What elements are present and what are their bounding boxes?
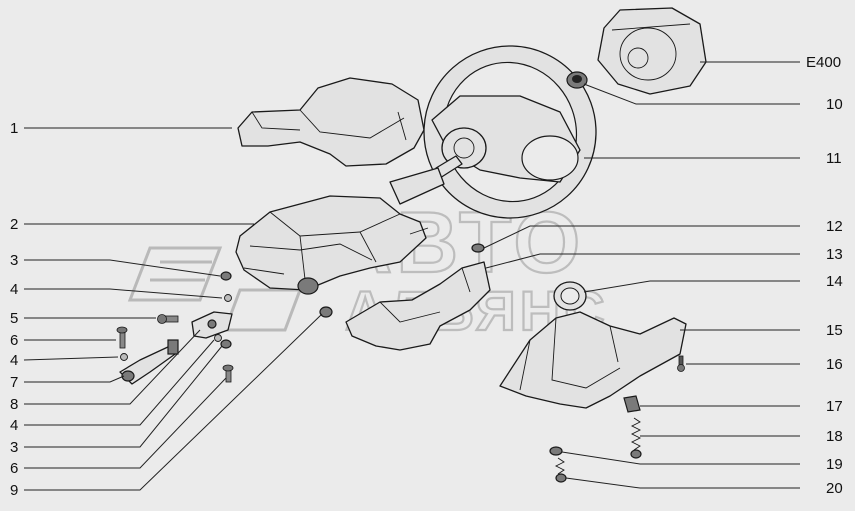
part-nut-10 [566,71,588,89]
part-washer-4a [224,294,232,302]
part-bolt-5 [157,314,179,324]
callout-label: 4 [10,281,18,298]
part-airbag-module [597,7,707,95]
callout-label: 7 [10,374,18,391]
callout-label: 18 [826,428,843,445]
callout-label: 9 [10,482,18,499]
part-universal-joint-7 [119,339,179,385]
callout-label: 15 [826,322,843,339]
callouts-left: 1 2 3 4 5 6 4 7 8 4 3 6 9 [10,120,18,499]
callout-label: 10 [826,96,843,113]
part-nut-3a [220,271,232,281]
leader-lines-left [23,127,323,491]
callout-label: 5 [10,310,18,327]
part-lower-shroud-bracket [345,261,491,351]
watermark-stripe [127,246,223,302]
callout-label: 6 [10,332,18,349]
callout-label: 3 [10,252,18,269]
callout-label: 19 [826,456,843,473]
callout-label: 2 [10,216,18,233]
part-screw-20 [554,457,567,483]
part-nut-3b [220,339,232,349]
part-bolt-6b [222,364,234,383]
callout-label: 20 [826,480,843,497]
callout-label: 1 [10,120,18,137]
callout-label: 17 [826,398,843,415]
callout-label: E400 [806,54,841,71]
callout-label: 3 [10,439,18,456]
part-washer-19 [549,446,563,456]
callout-label: 8 [10,396,18,413]
callout-label: 16 [826,356,843,373]
callout-label: 4 [10,417,18,434]
part-bolt-6a [116,326,128,349]
leader-lines-right [483,61,800,489]
callout-label: 13 [826,246,843,263]
part-washer-4c [214,334,222,342]
part-clip-17 [623,395,641,413]
part-lower-shroud [499,281,687,409]
part-screw-16 [677,355,685,372]
part-grommet-12 [471,243,485,253]
part-joint-yoke-8 [191,311,233,339]
callout-label: 14 [826,273,843,290]
part-nut-9 [319,306,333,318]
part-upper-shroud [237,77,425,167]
callout-label: 11 [826,150,842,167]
part-washer-4b [120,353,128,361]
callout-label: 12 [826,218,843,235]
callout-label: 6 [10,460,18,477]
fasteners [116,243,685,483]
callout-label: 4 [10,352,18,369]
part-steering-column [235,155,463,295]
part-spring-18 [630,417,642,459]
watermark-stripe [222,288,303,332]
callouts-right: E400 10 11 12 13 14 15 16 17 18 19 20 [806,54,843,497]
